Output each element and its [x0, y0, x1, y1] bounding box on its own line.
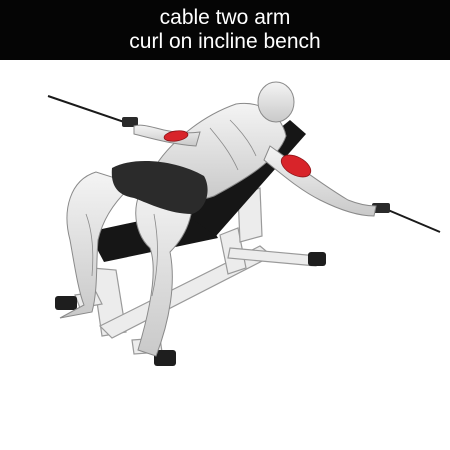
biceps-highlight — [163, 130, 312, 178]
title-line-1: cable two arm — [159, 6, 291, 29]
muscle-detail — [85, 119, 257, 297]
head — [257, 81, 295, 123]
left-leg — [59, 171, 136, 319]
title-banner: cable two arm curl on incline bench — [0, 0, 450, 60]
bench-feet — [55, 252, 326, 366]
title-line-2: curl on incline bench — [129, 30, 321, 53]
cable-lines — [47, 95, 441, 233]
exercise-illustration — [47, 81, 441, 366]
shorts — [111, 161, 208, 214]
right-leg — [135, 179, 193, 357]
right-arm — [263, 145, 377, 217]
